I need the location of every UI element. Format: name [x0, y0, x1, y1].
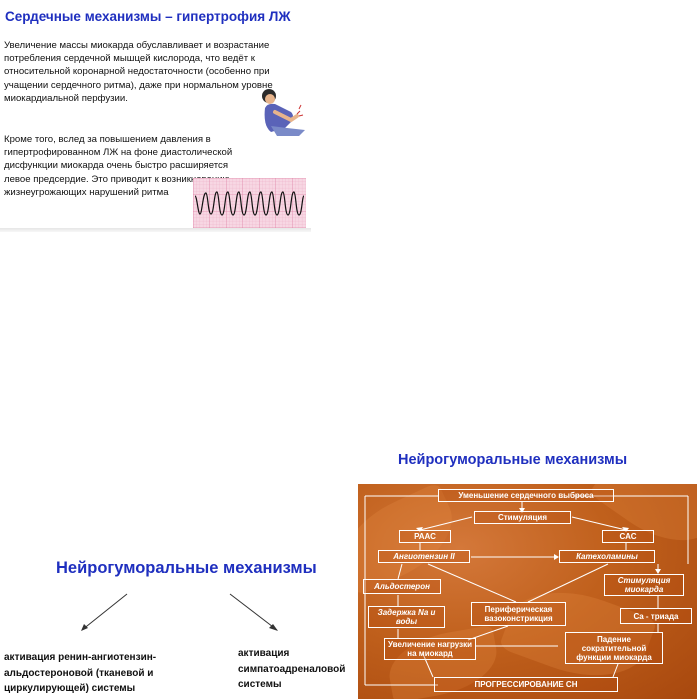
sympathoadrenal-activation-text: активация симпатоадреналовой системы — [238, 648, 346, 690]
slide-shadow — [0, 228, 311, 232]
box-myocardial-stimulation: Стимуляция миокарда — [604, 574, 684, 596]
raas-activation-text: активация ренин-ангиотензин-альдостероно… — [4, 652, 157, 694]
box-increased-load: Увеличение нагрузки на миокард — [384, 638, 476, 660]
box-catecholamines: Катехоламины — [559, 550, 655, 563]
neurohumoral-diagram: Уменьшение сердечного выброса Стимуляция… — [358, 484, 697, 699]
box-ca-triad: Ca - триада — [620, 608, 692, 624]
split-arrows — [81, 593, 278, 631]
box-progression: ПРОГРЕССИРОВАНИЕ СН — [434, 677, 618, 692]
box-sas: САС — [602, 530, 654, 543]
box-reduced-output: Уменьшение сердечного выброса — [438, 489, 614, 502]
ecg-strip — [193, 178, 306, 228]
box-angiotensin: Ангиотензин II — [378, 550, 470, 563]
box-na-water-retention: Задержка Na и воды — [368, 606, 445, 628]
diagram-connectors — [364, 495, 689, 686]
slide-title: Сердечные механизмы – гипертрофия ЛЖ — [5, 9, 291, 24]
diagram-title: Нейрогуморальные механизмы — [398, 452, 628, 468]
box-raas: РААС — [399, 530, 451, 543]
paragraph-oxygen-demand: Увеличение массы миокарда обуславливает … — [4, 40, 273, 104]
box-decreased-contractility: Падение сократительной функции миокарда — [565, 632, 663, 664]
box-stimulation: Стимуляция — [474, 511, 571, 524]
paragraph-arrhythmia: Кроме того, вслед за повышением давления… — [4, 134, 233, 198]
box-aldosterone: Альдостерон — [363, 579, 441, 594]
box-peripheral-vasoconstriction: Периферическая вазоконстрикция — [471, 602, 566, 626]
slide-title: Нейрогуморальные механизмы — [56, 559, 317, 577]
chest-pain-person-illustration — [262, 89, 305, 136]
